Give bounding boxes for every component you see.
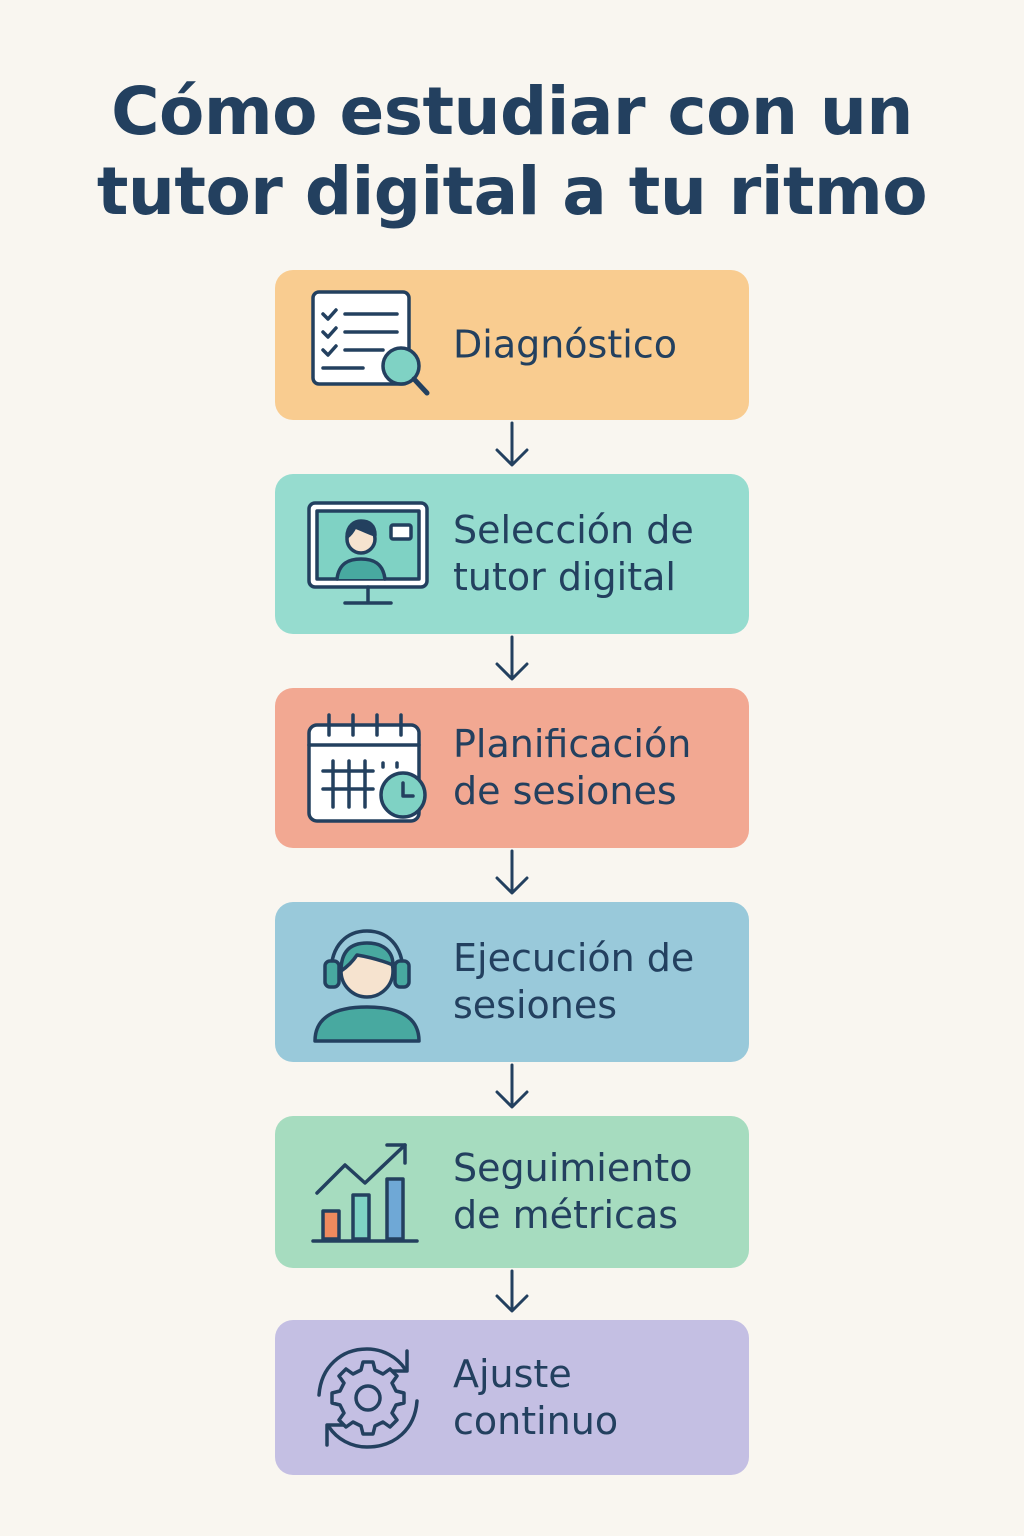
step-ajuste: Ajuste continuo <box>275 1320 749 1475</box>
step-ejecucion: Ejecución de sesiones <box>275 902 749 1062</box>
monitor-tutor-icon <box>303 489 433 619</box>
step-planificacion: Planificación de sesiones <box>275 688 749 848</box>
step-diagnostico: Diagnóstico <box>275 270 749 420</box>
checklist-magnifier-icon <box>303 280 433 410</box>
page-title: Cómo estudiar con un tutor digital a tu … <box>0 72 1024 232</box>
title-line-1: Cómo estudiar con un <box>111 73 913 150</box>
step-seleccion-tutor: Selección de tutor digital <box>275 474 749 634</box>
step-label: Selección de tutor digital <box>453 508 694 599</box>
step-seguimiento: Seguimiento de métricas <box>275 1116 749 1268</box>
gear-cycle-icon <box>303 1333 433 1463</box>
step-label: Ajuste continuo <box>453 1351 619 1443</box>
arrow-down-icon <box>492 1062 532 1116</box>
arrow-down-icon <box>492 1268 532 1320</box>
step-label: Planificación de sesiones <box>453 722 692 813</box>
calendar-clock-icon <box>303 703 433 833</box>
growth-chart-icon <box>303 1127 433 1257</box>
step-label: Diagnóstico <box>453 322 677 367</box>
headset-student-icon <box>303 917 433 1047</box>
arrow-down-icon <box>492 848 532 902</box>
arrow-down-icon <box>492 420 532 474</box>
step-label: Ejecución de sesiones <box>453 936 695 1027</box>
step-label: Seguimiento de métricas <box>453 1146 693 1237</box>
arrow-down-icon <box>492 634 532 688</box>
title-line-2: tutor digital a tu ritmo <box>96 153 928 230</box>
